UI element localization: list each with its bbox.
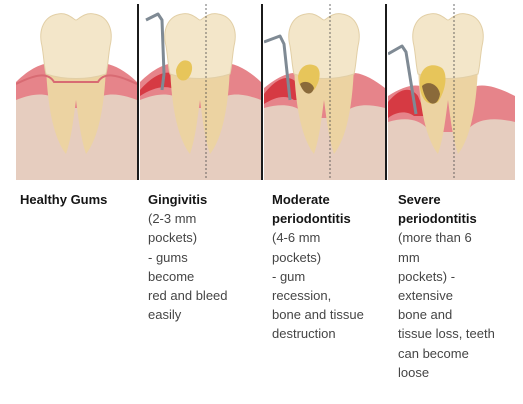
stage-description-line: tissue loss, teeth (398, 324, 516, 343)
stage-description-line: bone and tissue (272, 305, 390, 324)
panel-moderate-periodontitis (264, 4, 385, 180)
stages-illustration (16, 4, 515, 180)
stage-description-line: - gums (148, 248, 266, 267)
stage-healthy-gums: Healthy Gums (20, 190, 138, 209)
stage-gingivitis: Gingivitis (2-3 mm pockets) - gums becom… (148, 190, 266, 324)
stage-description-line: pockets) - (398, 267, 516, 286)
stage-description-line: (more than 6 (398, 228, 516, 247)
stage-description-line: bone and (398, 305, 516, 324)
stage-description-line: recession, (272, 286, 390, 305)
moderate-periodontitis-tooth-illustration (264, 4, 385, 180)
stage-description-line: (4-6 mm (272, 228, 390, 247)
stage-description-line: pockets) (148, 228, 266, 247)
stage-description-line: can become (398, 344, 516, 363)
stage-title: Moderate (272, 190, 390, 209)
stage-description-line: become (148, 267, 266, 286)
panel-divider (137, 4, 139, 180)
gingivitis-tooth-illustration (140, 4, 261, 180)
stage-title: periodontitis (272, 209, 390, 228)
panel-divider (385, 4, 387, 180)
stage-severe-periodontitis: Severe periodontitis (more than 6 mm poc… (398, 190, 516, 382)
stage-description-line: red and bleed (148, 286, 266, 305)
stage-description-line: - gum (272, 267, 390, 286)
panel-gingivitis (140, 4, 261, 180)
stage-description-line: pockets) (272, 248, 390, 267)
healthy-tooth-illustration (16, 4, 137, 180)
stage-title: periodontitis (398, 209, 516, 228)
stage-description-line: extensive (398, 286, 516, 305)
stage-description-line: loose (398, 363, 516, 382)
severe-periodontitis-tooth-illustration (388, 4, 515, 180)
panel-divider (261, 4, 263, 180)
stage-description-line: easily (148, 305, 266, 324)
panel-severe-periodontitis (388, 4, 515, 180)
stage-title: Severe (398, 190, 516, 209)
stage-description-line: mm (398, 248, 516, 267)
stage-description-line: (2-3 mm (148, 209, 266, 228)
stage-description-line: destruction (272, 324, 390, 343)
stage-title: Healthy Gums (20, 190, 138, 209)
stage-title: Gingivitis (148, 190, 266, 209)
panel-healthy-gums (16, 4, 137, 180)
stage-moderate-periodontitis: Moderate periodontitis (4-6 mm pockets) … (272, 190, 390, 344)
